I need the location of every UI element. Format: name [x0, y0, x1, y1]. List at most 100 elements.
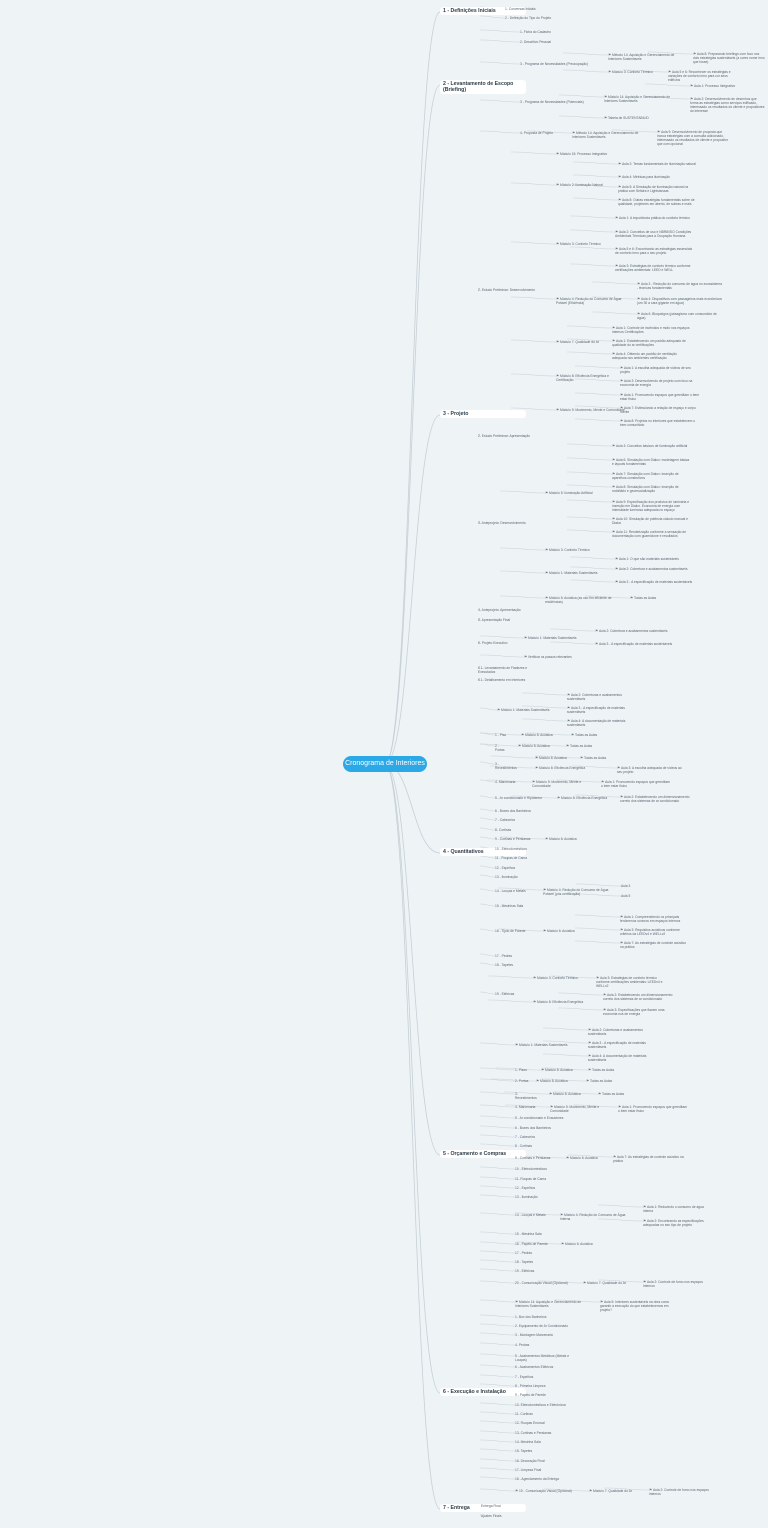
flagged-topic-node[interactable]: ⚑Módulo 6: Acústica	[545, 837, 577, 841]
flagged-topic-node[interactable]: ⚑Aula 3: Estratégias de conforto térmico…	[596, 976, 671, 988]
flagged-topic-node[interactable]: ⚑Aula 6: Bloqueigns (paisagismo com cons…	[637, 312, 717, 320]
flagged-topic-node[interactable]: ⚑Módulo 5: Iluminação Artificial	[545, 491, 593, 495]
flagged-topic-node[interactable]: ⚑Módulo 8: Eficiência Energética	[533, 1000, 583, 1004]
flagged-topic-node[interactable]: ⚑Módulo 1: Materiais Sustentáveis	[524, 636, 577, 640]
topic-node[interactable]: 2- Estudo Preliminar: Desenvolvimento	[478, 288, 535, 292]
topic-node[interactable]: 15- Tapetes	[515, 1449, 532, 1453]
flagged-topic-node[interactable]: ⚑Módulo 8: Eficiência Energética e Certi…	[556, 374, 626, 382]
topic-node[interactable]: Entrega Final	[481, 1504, 501, 1508]
flagged-topic-node[interactable]: ⚑Aula 3 - Redução do consumo de água no …	[637, 282, 722, 290]
flagged-topic-node[interactable]: ⚑Aula 2: Cobertura e acabamentos sustent…	[595, 629, 675, 633]
flagged-topic-node[interactable]: ⚑Aula 1: Promovendo espaços que geredita…	[620, 393, 700, 401]
topic-node[interactable]: 6 - Boxes dos Banheiros	[495, 809, 531, 813]
flagged-topic-node[interactable]: ⚑Módulo 6: Acústica	[549, 1092, 581, 1096]
topic-node[interactable]: 15 - Mesinha Sala	[515, 1232, 542, 1236]
flagged-topic-node[interactable]: ⚑Módulo 7: Qualidade do Ar	[589, 1489, 632, 1493]
topic-node[interactable]: 1- Ficha do Cadastro	[520, 30, 551, 34]
flagged-topic-node[interactable]: ⚑Aula 2: Temas fundamentais de iluminaçã…	[618, 162, 698, 166]
flagged-topic-node[interactable]: ⚑Aula 8: Simulação com Dialux: inserção …	[612, 485, 692, 493]
flagged-topic-node[interactable]: ⚑Aula 2: Coberturas e acabamentos susten…	[567, 693, 637, 701]
flagged-topic-node[interactable]: ⚑Aula 2: Conceitos de uso e NBR8/ISO Con…	[615, 230, 695, 238]
flagged-topic-node[interactable]: ⚑Aula 4: A documentação de materiais sus…	[588, 1054, 658, 1062]
flagged-topic-node[interactable]: ⚑Módulo 8: Eficiência Energética	[535, 766, 585, 770]
flagged-topic-node[interactable]: ⚑Módulo 3: Conforto Térmico	[545, 548, 590, 552]
flagged-topic-node[interactable]: ⚑Aula 1: Reduzindo o consumo de água int…	[643, 1205, 713, 1213]
topic-node[interactable]: 2- Descritivo Pessoal	[520, 40, 551, 44]
flagged-topic-node[interactable]: ⚑Aula 9: Desenvolvimento de proposta que…	[657, 130, 732, 146]
flagged-topic-node[interactable]: ⚑Módulo 6: Acústica	[535, 756, 567, 760]
topic-node[interactable]: 3- Anteprojeto: Desenvolvimento	[478, 521, 526, 525]
flagged-topic-node[interactable]: ⚑Aula 1: Controle de incêndios e mofo no…	[612, 326, 692, 334]
flagged-topic-node[interactable]: ⚑Aula 5: A Simulação de iluminação natur…	[618, 185, 698, 193]
flagged-topic-node[interactable]: ⚑Aula 3: Desenvolvendo de projeto com fo…	[620, 379, 700, 387]
flagged-topic-node[interactable]: ⚑Módulo 14: Aquisição e Gerenciamento de…	[515, 1300, 590, 1308]
flagged-topic-node[interactable]: ⚑Módulo 6: Acústica	[536, 1079, 568, 1083]
flagged-topic-node[interactable]: ⚑Módulo 9: Movimento, Mente e Comunidade	[556, 408, 626, 412]
flagged-topic-node[interactable]: ⚑Aula 8: Projetos no interiores que esta…	[620, 419, 700, 427]
topic-node[interactable]: 3 - Montagem Marcenaria	[515, 1333, 553, 1337]
flagged-topic-node[interactable]: ⚑Aula 7: Estimulando a relação de espaço…	[620, 406, 700, 414]
flagged-topic-node[interactable]: ⚑Aula 7: As estratégias de controle acús…	[620, 941, 690, 949]
flagged-topic-node[interactable]: ⚑Aula 2: Desenvolvimento de desenhos que…	[690, 97, 765, 113]
topic-node[interactable]: 6 - Boxes dos Banheiros	[515, 1126, 551, 1130]
topic-node[interactable]: 3 - Revestimentos	[495, 762, 517, 770]
flagged-topic-node[interactable]: ⚑Aula 1: Compreendendo os princípais fen…	[620, 915, 690, 923]
flagged-topic-node[interactable]: ⚑Aula 5 e 6: Encontrando as estratégias …	[615, 247, 695, 255]
topic-node[interactable]: 2- Estudo Preliminar: Apresentação	[478, 434, 530, 438]
topic-node[interactable]: Ajustes Finais	[481, 1514, 502, 1518]
flagged-topic-node[interactable]: ⚑Aula 2: Controle de fumo nos espaços in…	[643, 1280, 713, 1288]
topic-node[interactable]: 16- Decoração Final	[515, 1459, 545, 1463]
flagged-topic-node[interactable]: ⚑19 - Comunicação Visual (Opcional)	[515, 1489, 572, 1493]
flagged-topic-node[interactable]: ⚑Módulo 1: Materiais Sustentáveis	[515, 1043, 568, 1047]
topic-node[interactable]: 9 - Cortinas e Persianas	[495, 837, 530, 841]
topic-node[interactable]: 5 - Acabamentos Metálicos (Metais e Louç…	[515, 1354, 575, 1362]
topic-node[interactable]: 19 - Elétricas	[515, 1269, 534, 1273]
flagged-topic-node[interactable]: ⚑Aula 8: Outras estratégias fundamentais…	[618, 198, 698, 206]
section-node[interactable]: 1 - Definições Iniciais	[440, 7, 526, 15]
topic-node[interactable]: 5 - Ar condicionado e Exaustores	[515, 1116, 563, 1120]
topic-node[interactable]: 2- Portas	[515, 1079, 529, 1083]
section-node[interactable]: 5 - Orçamento e Compras	[440, 1150, 526, 1158]
topic-node[interactable]: 10- Eletrodomésticos e Eletrônicos	[515, 1403, 566, 1407]
topic-node[interactable]: 14 - Louças e Metais	[515, 1213, 546, 1217]
flagged-topic-node[interactable]: ⚑Todas as Aulas	[571, 733, 597, 737]
flagged-topic-node[interactable]: ⚑Módulo 3: Conforto Térmico	[556, 242, 601, 246]
flagged-topic-node[interactable]: ⚑Aula 5 e 6: Reconhecer os estratégias e…	[668, 70, 738, 82]
topic-node[interactable]: 1- Box dos Banheiros	[515, 1315, 547, 1319]
flagged-topic-node[interactable]: ⚑Aula 3 - A especificação de materiais s…	[595, 642, 675, 646]
flagged-topic-node[interactable]: ⚑Módulo 1: Materiais Sustentáveis	[497, 708, 550, 712]
flagged-topic-node[interactable]: ⚑Aula 3: Especificações que fiacem uma e…	[603, 1008, 673, 1016]
flagged-topic-node[interactable]: ⚑Aula 8: Preparando briefings com foco n…	[693, 52, 765, 64]
topic-node[interactable]: 1 - Piso	[495, 733, 506, 737]
topic-node[interactable]: 16 - Papéis de Parede	[515, 1242, 548, 1246]
topic-node[interactable]: 4- Marcenaria	[495, 780, 515, 784]
flagged-topic-node[interactable]: ⚑Módulo 6: Acústica	[561, 1242, 593, 1246]
flagged-topic-node[interactable]: ⚑Módulo 4: Redução do Consumo de Água In…	[560, 1213, 635, 1221]
flagged-topic-node[interactable]: ⚑Aula 5: Interiores sustentáveis na obra…	[600, 1300, 675, 1312]
flagged-topic-node[interactable]: ⚑Aula 4: Dispositivos com passageiros ma…	[637, 297, 722, 305]
flagged-topic-node[interactable]: ⚑Todas as Aulas	[586, 1079, 612, 1083]
topic-node[interactable]: 12 - Espelhos	[515, 1186, 535, 1190]
flagged-topic-node[interactable]: ⚑Aula 11: Renderização conforme a sensaç…	[612, 530, 692, 538]
flagged-topic-node[interactable]: ⚑Módulo 6: Acústica	[518, 744, 550, 748]
topic-node[interactable]: 10 - Eletrodomésticos	[495, 847, 527, 851]
flagged-topic-node[interactable]: ⚑Aula 1: Promovendo espaços que geredita…	[601, 780, 671, 788]
section-node[interactable]: 6 - Execução e Instalação	[440, 1388, 526, 1396]
topic-node[interactable]: Aula 5	[621, 894, 630, 898]
flagged-topic-node[interactable]: ⚑Aula 4: Obtendo um padrão de ventilação…	[612, 352, 692, 360]
topic-node[interactable]: 9 - Cortinas e Persianas	[515, 1156, 550, 1160]
topic-node[interactable]: 4- Proposta de Projeto	[520, 131, 553, 135]
topic-node[interactable]: 6.1- Levantamento de Fiadezes e Executad…	[478, 666, 538, 674]
topic-node[interactable]: 6- Projeto Executivo	[478, 641, 508, 645]
flagged-topic-node[interactable]: ⚑Aula 3 - A especificação de materiais s…	[567, 706, 637, 714]
root-node[interactable]: Cronograma de Interiores	[343, 756, 427, 772]
flagged-topic-node[interactable]: ⚑Módulo 4: Redução do Consumo de Água Po…	[556, 297, 631, 305]
topic-node[interactable]: 2- Equipamento de Ar Condicionado	[515, 1324, 568, 1328]
flagged-topic-node[interactable]: ⚑Método 14: Aquisição e Gerenciamento de…	[608, 53, 688, 61]
topic-node[interactable]: 11- Cortinas	[515, 1412, 533, 1416]
topic-node[interactable]: 16 - Tijolo de Parede	[495, 929, 525, 933]
topic-node[interactable]: 14- Mesinha Sala	[515, 1440, 541, 1444]
topic-node[interactable]: 3 - Programa de Necessidades (Potenciais…	[520, 100, 584, 104]
topic-node[interactable]: 17 - Pedras	[515, 1251, 532, 1255]
topic-node[interactable]: 14 - Louças e Metais	[495, 889, 526, 893]
